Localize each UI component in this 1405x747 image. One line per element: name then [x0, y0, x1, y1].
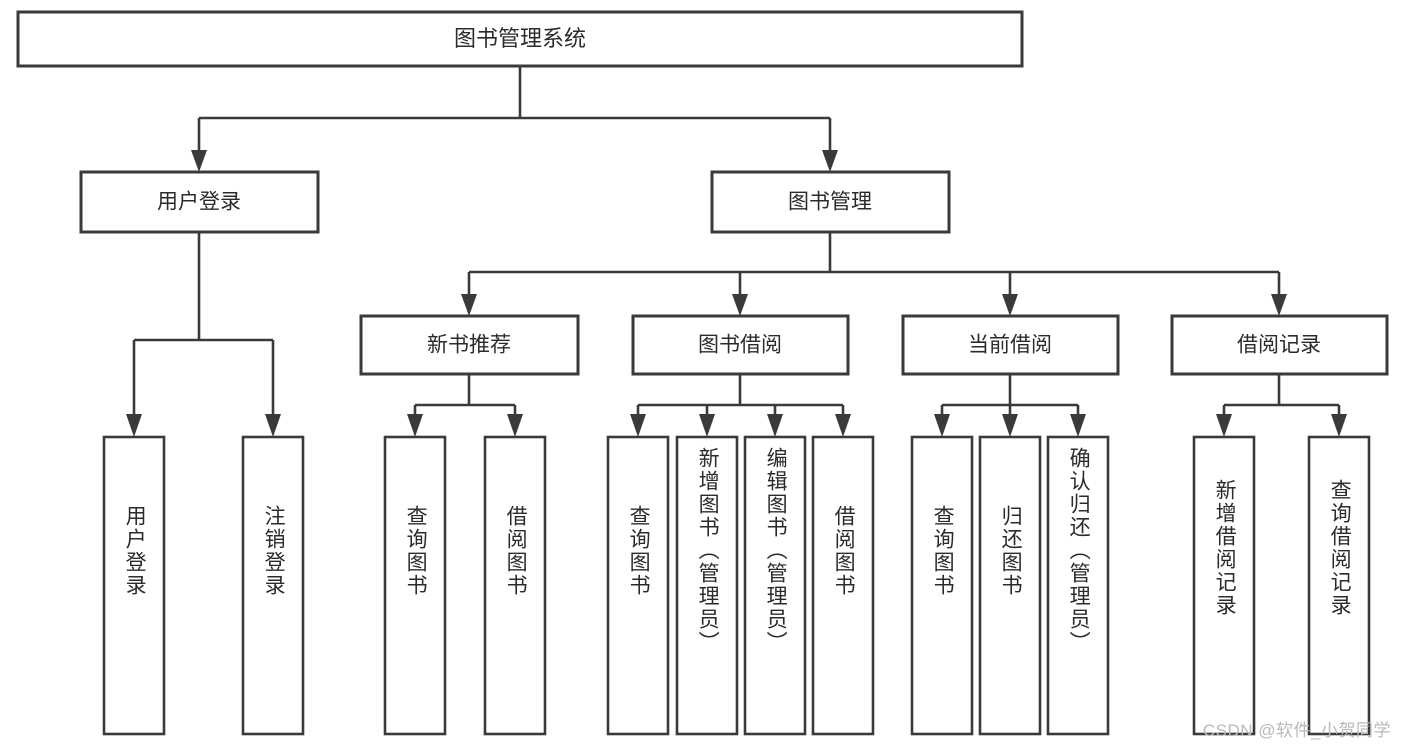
leaf-query-record-box[interactable] [1307, 435, 1371, 736]
node-current-borrow-box[interactable] [901, 314, 1120, 376]
node-borrow-record[interactable]: 借阅记录 [1170, 314, 1389, 376]
leaf-confirm-return-box[interactable] [1046, 435, 1110, 736]
arrowhead-leaf-borrow-book-1 [507, 414, 523, 437]
leaf-query-book-1-box[interactable] [383, 435, 447, 736]
csdn-watermark: CSDN @软件_小贺同学 [1202, 721, 1391, 740]
leaf-add-record-box[interactable] [1192, 435, 1256, 736]
leaf-user-login-box[interactable] [102, 435, 166, 736]
node-root-box[interactable] [16, 10, 1024, 68]
leaf-logout-login-box[interactable] [241, 435, 305, 736]
leaf-boxes [102, 435, 1371, 736]
arrowhead-new-book-recommend [461, 294, 477, 316]
arrowhead-leaf-return-book [1002, 414, 1018, 437]
arrowhead-leaf-user-login [126, 414, 142, 437]
connector-group-book-manage [461, 232, 1287, 316]
arrowhead-leaf-confirm-return [1070, 414, 1086, 437]
leaf-edit-book-box[interactable] [743, 435, 807, 736]
node-book-manage-label: 图书管理 [788, 191, 872, 214]
leaf-borrow-book-2-box[interactable] [811, 435, 875, 736]
arrowhead-user-login [191, 150, 207, 172]
node-root-label: 图书管理系统 [454, 26, 586, 51]
leaf-query-book-2-box[interactable] [606, 435, 670, 736]
arrowhead-book-borrow [732, 294, 748, 316]
leaf-query-book-3-box[interactable] [910, 435, 974, 736]
arrowhead-leaf-add-book [699, 414, 715, 437]
arrowhead-leaf-borrow-book-2 [835, 414, 851, 437]
arrowhead-borrow-record [1271, 294, 1287, 316]
arrowhead-current-borrow [1002, 294, 1018, 316]
node-new-book-recommend-label: 新书推荐 [427, 334, 511, 357]
node-user-login-label: 用户登录 [157, 191, 241, 214]
connector-group-root [191, 66, 838, 172]
node-root[interactable]: 图书管理系统 [16, 10, 1024, 68]
arrowhead-leaf-logout-login [265, 414, 281, 437]
arrowhead-leaf-query-record [1331, 414, 1347, 437]
leaf-add-book-box[interactable] [675, 435, 739, 736]
connector-group-book-borrow [630, 374, 851, 437]
node-book-manage[interactable]: 图书管理 [710, 170, 951, 234]
arrowhead-leaf-add-record [1216, 414, 1232, 437]
node-book-borrow-label: 图书借阅 [698, 334, 782, 357]
connector-group-user-login [126, 232, 281, 437]
arrowhead-book-manage [822, 150, 838, 172]
node-new-book-recommend-box[interactable] [359, 314, 580, 376]
node-book-borrow[interactable]: 图书借阅 [631, 314, 850, 376]
leaf-borrow-book-1-box[interactable] [483, 435, 547, 736]
connector-group-current-borrow [934, 374, 1086, 437]
arrowhead-leaf-query-book-3 [934, 414, 950, 437]
node-borrow-record-box[interactable] [1170, 314, 1389, 376]
leaf-return-book-box[interactable] [978, 435, 1042, 736]
node-current-borrow-label: 当前借阅 [968, 334, 1052, 357]
node-user-login-box[interactable] [79, 170, 320, 234]
connector-group-new-book-recommend [407, 374, 523, 437]
node-borrow-record-label: 借阅记录 [1237, 334, 1321, 357]
node-new-book-recommend[interactable]: 新书推荐 [359, 314, 580, 376]
node-book-manage-box[interactable] [710, 170, 951, 234]
arrowhead-leaf-query-book-1 [407, 414, 423, 437]
node-book-borrow-box[interactable] [631, 314, 850, 376]
node-user-login[interactable]: 用户登录 [79, 170, 320, 234]
arrowhead-leaf-edit-book [767, 414, 783, 437]
arrowhead-leaf-query-book-2 [630, 414, 646, 437]
node-current-borrow[interactable]: 当前借阅 [901, 314, 1120, 376]
connector-group-borrow-record [1216, 374, 1347, 437]
